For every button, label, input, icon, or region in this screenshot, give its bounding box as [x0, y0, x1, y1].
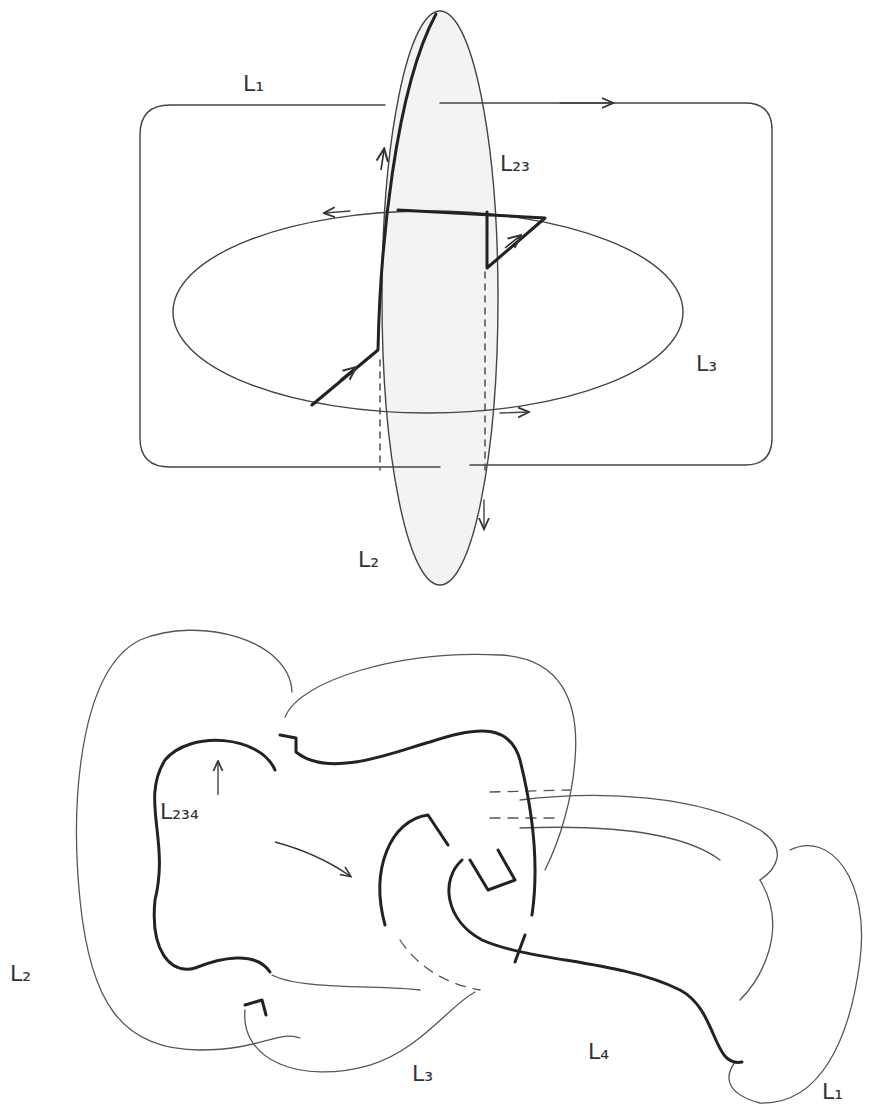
- hidden-part: [400, 940, 480, 990]
- orientation-arrow: [483, 500, 484, 528]
- link-label: L₁: [822, 1080, 843, 1104]
- link-label: L₄: [588, 1040, 609, 1064]
- orientation-arrow: [381, 150, 384, 170]
- link-l2: [382, 11, 498, 585]
- link-l1: [440, 103, 772, 465]
- link-label: L₁: [243, 72, 264, 96]
- hidden-part: [490, 790, 570, 792]
- link-label: L₃: [412, 1062, 433, 1086]
- link-label: L₂₃: [500, 152, 530, 176]
- seifert-band-l23: [312, 14, 545, 405]
- leader-arrow: [275, 842, 350, 876]
- orientation-arrow: [325, 211, 350, 213]
- link-label: L₂: [358, 548, 379, 572]
- hidden-part: [379, 360, 380, 470]
- link-label: L₃: [696, 352, 717, 376]
- link-l3: [245, 992, 475, 1072]
- orientation-arrow: [340, 368, 355, 380]
- link-l3: [173, 211, 683, 413]
- orientation-arrow: [560, 102, 612, 103]
- orientation-arrow: [505, 236, 520, 248]
- surface-label: L₂₃₄: [160, 800, 199, 824]
- link-l4: [520, 827, 720, 860]
- orientation-arrow: [500, 412, 528, 413]
- link-l4: [520, 795, 777, 880]
- link-l2: [77, 630, 300, 1050]
- seifert-surface-l234: [154, 731, 742, 1063]
- link-l4: [740, 880, 773, 1000]
- hidden-part: [484, 272, 485, 470]
- hidden-part: [490, 817, 560, 818]
- link-l3: [272, 975, 420, 990]
- link-l1: [729, 846, 862, 1103]
- link-label: L₂: [10, 962, 31, 986]
- leader-arrow: [217, 762, 218, 795]
